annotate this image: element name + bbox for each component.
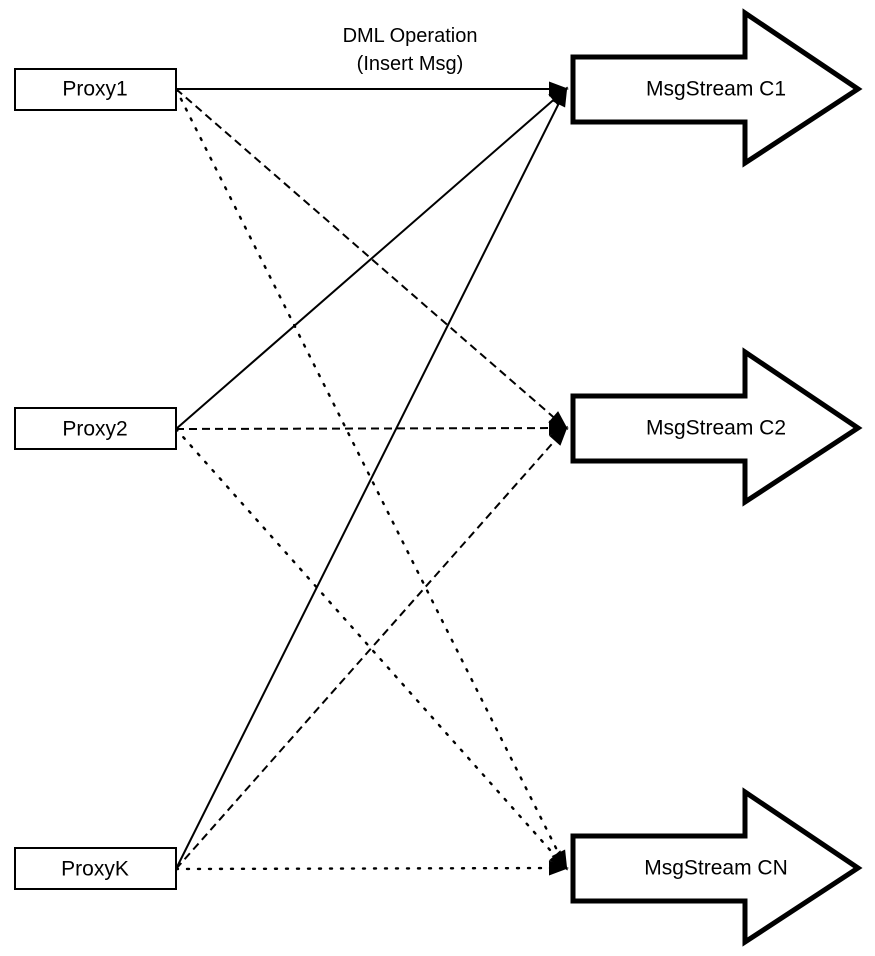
proxy-node-proxyK[interactable]: ProxyK xyxy=(14,847,177,890)
edge-proxy2-to-stream_c2 xyxy=(175,427,567,430)
edge-proxy1-to-stream_cn xyxy=(174,87,568,870)
arrowhead-proxyK-to-stream_cn xyxy=(548,860,569,876)
edge-proxyK-to-stream_cn xyxy=(174,866,568,871)
proxy-node-proxy2[interactable]: Proxy2 xyxy=(14,407,177,450)
stream-node-stream_c1[interactable]: MsgStream C1 xyxy=(570,8,863,168)
stream-arrow-shape-stream_cn[interactable] xyxy=(570,787,863,947)
edges-layer xyxy=(174,87,568,871)
stream-node-stream_c2[interactable]: MsgStream C2 xyxy=(570,347,863,507)
proxy-box-proxy1[interactable] xyxy=(14,68,177,111)
arrowheads-layer xyxy=(548,81,569,876)
caption-line-2: (Insert Msg) xyxy=(357,53,464,75)
stream-label-stream_cn: MsgStream CN xyxy=(644,857,788,880)
stream-nodes-layer: MsgStream C1 MsgStream C2 MsgStream CN xyxy=(570,8,863,947)
stream-node-stream_cn[interactable]: MsgStream CN xyxy=(570,787,863,947)
stream-label-stream_c2: MsgStream C2 xyxy=(646,417,786,440)
edge-proxy2-to-stream_cn xyxy=(174,427,568,870)
stream-label-stream_c1: MsgStream C1 xyxy=(646,78,786,101)
stream-arrow-shape-stream_c1[interactable] xyxy=(570,8,863,168)
arrowhead-proxyK-to-stream_c1 xyxy=(551,86,568,108)
caption-line-1: DML Operation xyxy=(343,25,478,47)
edge-proxy1-to-stream_c2 xyxy=(175,88,567,429)
proxy-label-proxy1: Proxy1 xyxy=(62,78,127,101)
arrowhead-proxyK-to-stream_c2 xyxy=(549,425,568,446)
arrowhead-proxy1-to-stream_c2 xyxy=(548,411,569,430)
edge-caption: DML Operation (Insert Msg) xyxy=(343,25,478,75)
stream-arrow-shape-stream_c2[interactable] xyxy=(570,347,863,507)
proxy-box-proxy2[interactable] xyxy=(14,407,177,450)
proxy-node-proxy1[interactable]: Proxy1 xyxy=(14,68,177,111)
arrowhead-proxy2-to-stream_c2 xyxy=(548,420,569,436)
edge-proxy2-to-stream_c1 xyxy=(175,88,567,430)
edge-proxyK-to-stream_c1 xyxy=(175,88,567,870)
edge-proxyK-to-stream_c2 xyxy=(175,427,567,870)
arrowhead-proxy2-to-stream_cn xyxy=(549,850,568,871)
proxy-label-proxyK: ProxyK xyxy=(61,858,129,881)
proxy-label-proxy2: Proxy2 xyxy=(62,418,127,441)
proxy-box-proxyK[interactable] xyxy=(14,847,177,890)
